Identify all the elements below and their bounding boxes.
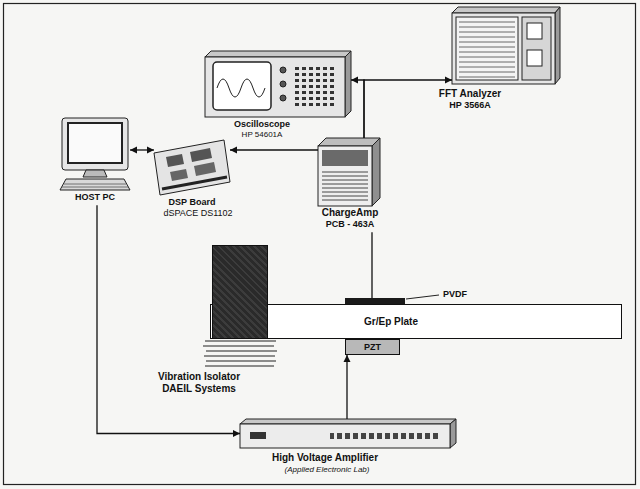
- part-label: PZT: [364, 342, 381, 352]
- power-switch: [250, 432, 266, 439]
- leader-line: [406, 295, 439, 299]
- monitor-screen: [68, 123, 122, 163]
- pzt-actuator: PZT: [345, 339, 400, 355]
- device-side: [372, 138, 380, 206]
- keyboard-keys: [62, 184, 128, 187]
- front-panel: [322, 150, 368, 166]
- model-label: DAEIL Systems: [162, 383, 236, 395]
- monitor: [62, 118, 128, 170]
- knob: [280, 67, 286, 73]
- dsp-board: DSP BoarddSPACE DS1102: [154, 140, 230, 195]
- device-front: [452, 13, 555, 84]
- drive-slot: [527, 23, 542, 39]
- host-pc-icon: [60, 118, 130, 190]
- device-top: [205, 51, 351, 57]
- device-front: [318, 146, 372, 206]
- vent-lines: [459, 22, 515, 77]
- charge-amplifier: ChargeAmpPCB - 463A: [318, 138, 380, 206]
- device-top: [240, 419, 456, 424]
- chip: [194, 162, 216, 176]
- oscilloscope: OscilloscopeHP 54601A: [205, 57, 351, 117]
- monitor-stand: [83, 170, 107, 177]
- device-label: ChargeAmp: [322, 207, 379, 219]
- host-pc: HOST PC: [58, 118, 130, 190]
- chip: [190, 148, 212, 162]
- chip: [166, 154, 184, 167]
- signal-connector: [130, 147, 154, 154]
- vent-lines: [322, 172, 368, 200]
- knob: [280, 81, 286, 87]
- arrow-head: [130, 147, 137, 154]
- device-side: [450, 419, 456, 448]
- device-label: Oscilloscope: [234, 119, 290, 129]
- fft-analyzer: FFT AnalyzerHP 3566A: [452, 13, 555, 84]
- edge-connector: [162, 177, 227, 189]
- connector-line: [351, 80, 364, 138]
- arrow-head: [230, 147, 237, 154]
- scope-screen: [213, 62, 271, 110]
- signal-connector: [372, 232, 373, 298]
- signal-connector: [230, 147, 318, 154]
- model-label: dSPACE DS1102: [163, 208, 232, 218]
- device-label: FFT Analyzer: [439, 88, 501, 100]
- fft-analyzer-icon: [452, 7, 560, 84]
- device-side: [555, 7, 560, 84]
- knob: [280, 95, 286, 101]
- waveform: [217, 79, 265, 97]
- arrow-head: [147, 147, 154, 154]
- oscilloscope-icon: [205, 51, 351, 117]
- signal-connector: [351, 77, 364, 139]
- connector-line: [230, 149, 318, 150]
- device-top: [318, 138, 380, 146]
- circuit-board: [154, 140, 230, 195]
- model-label: PCB - 463A: [326, 219, 375, 229]
- button-grid: [293, 66, 335, 108]
- device-label: Vibration Isolator: [158, 371, 240, 383]
- model-label: HP 54601A: [242, 130, 283, 139]
- device-side: [345, 51, 351, 117]
- signal-connector: [344, 355, 351, 419]
- high-voltage-amplifier-icon: [240, 419, 456, 448]
- part-label: Gr/Ep Plate: [364, 316, 418, 328]
- arrow-head: [351, 77, 358, 84]
- device-top: [452, 7, 560, 13]
- arrow-head: [445, 77, 452, 84]
- charge-amplifier-icon: [318, 138, 380, 206]
- vent-panel: [456, 17, 518, 80]
- device-label: DSP Board: [169, 197, 216, 207]
- model-label: (Applied Electronic Lab): [285, 465, 370, 474]
- high-voltage-amplifier: High Voltage Amplifier(Applied Electroni…: [240, 419, 450, 448]
- device-front: [205, 57, 345, 117]
- chip: [170, 169, 188, 181]
- drive-slot: [527, 50, 542, 66]
- device-label: High Voltage Amplifier: [272, 452, 378, 464]
- dsp-board-icon: [154, 140, 230, 195]
- part-label: PVDF: [443, 289, 467, 299]
- arrow-head: [344, 355, 351, 362]
- control-keys: [330, 431, 440, 440]
- arrow-head: [233, 430, 240, 437]
- plate: Gr/Ep Plate: [210, 304, 622, 339]
- control-panel: [522, 17, 551, 80]
- device-front: [240, 424, 450, 448]
- connector-line: [346, 355, 347, 419]
- frame-border: [4, 4, 636, 485]
- isolator-base: [203, 341, 277, 366]
- connector-line: [371, 232, 372, 298]
- signal-connector: [364, 77, 452, 139]
- device-label: HOST PC: [75, 192, 115, 202]
- keyboard: [60, 179, 130, 190]
- model-label: HP 3566A: [449, 100, 490, 110]
- vibration-isolator: Vibration IsolatorDAEIL Systems: [212, 245, 268, 339]
